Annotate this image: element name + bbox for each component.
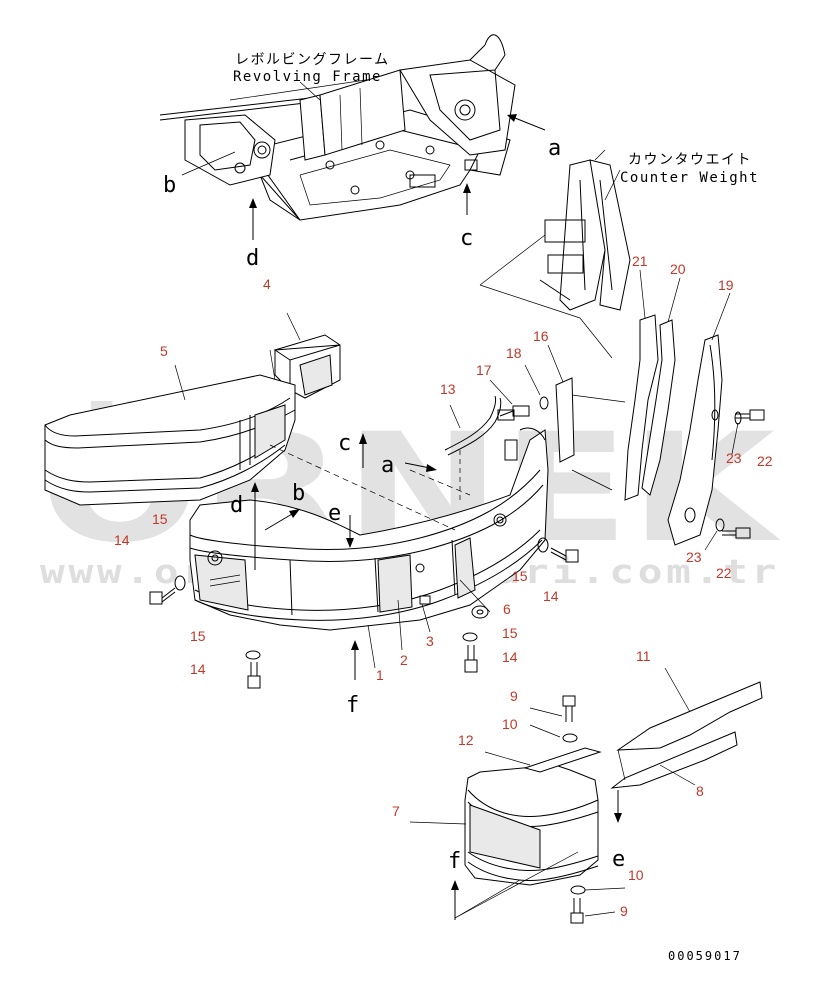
part-4-drawing [269, 312, 341, 399]
part-number-8: 8 [696, 783, 704, 799]
part-number-22-lower: 22 [716, 565, 732, 581]
part-number-23-upper: 23 [726, 450, 742, 466]
view-ref-d-top: d [246, 246, 259, 271]
part-number-13: 13 [440, 381, 456, 397]
part-number-12: 12 [458, 732, 474, 748]
part-number-2: 2 [400, 652, 408, 668]
view-ref-e-low: e [612, 847, 625, 872]
part-number-14-lower-left: 14 [190, 661, 206, 677]
part-number-3: 3 [426, 633, 434, 649]
part-5-drawing [44, 364, 296, 506]
part-number-9-lower: 9 [620, 903, 628, 919]
part-number-7: 7 [392, 803, 400, 819]
view-ref-f-low: f [448, 849, 461, 874]
main-counterweight-drawing [189, 427, 549, 680]
view-ref-d-mid: d [230, 493, 243, 518]
counter-weight-jp-label: カウンタウエイト [628, 152, 752, 168]
part-number-1: 1 [376, 667, 384, 683]
counter-weight-en-label: Counter Weight [620, 170, 759, 186]
drawing-code: 00059017 [668, 949, 742, 963]
view-ref-e-mid: e [328, 501, 341, 526]
part-number-14-center: 14 [502, 649, 518, 665]
part-number-10-upper: 10 [502, 716, 518, 732]
part-number-19: 19 [718, 277, 734, 293]
part-number-6: 6 [503, 601, 511, 617]
right-plates-drawing [624, 269, 765, 551]
view-ref-b-mid: b [292, 481, 305, 506]
revolving-frame-jp-label: レボルビングフレーム [235, 52, 390, 68]
part-number-15-lower-left: 15 [190, 628, 206, 644]
view-ref-b-top: b [163, 173, 176, 198]
part-number-9-upper: 9 [510, 688, 518, 704]
part-number-14-left: 14 [114, 532, 130, 548]
revolving-frame-en-label: Revolving Frame [233, 69, 382, 85]
part-number-17: 17 [476, 362, 492, 378]
part-number-10-lower: 10 [628, 867, 644, 883]
view-ref-a-mid: a [381, 453, 394, 478]
part-number-15-left: 15 [152, 511, 168, 527]
view-ref-a-top: a [548, 136, 561, 161]
part-number-11: 11 [636, 648, 651, 664]
view-ref-c-top: c [460, 226, 473, 251]
part-number-4: 4 [263, 276, 271, 292]
counter-weight-pillar [479, 149, 631, 359]
part-number-15-right: 15 [512, 568, 528, 584]
part-number-5: 5 [160, 343, 168, 359]
part-number-18: 18 [506, 345, 522, 361]
part-number-16: 16 [533, 328, 549, 344]
part-number-22-upper: 22 [757, 453, 773, 469]
view-ref-c-mid: c [338, 431, 351, 456]
labels: レボルビングフレーム Revolving Frame カウンタウエイト Coun… [233, 52, 759, 963]
view-reference-letters: a b c d a b c d e f e f [163, 136, 625, 874]
part-number-15-center: 15 [502, 625, 518, 641]
hardware-middle [149, 344, 626, 689]
part-number-14-right: 14 [543, 588, 559, 604]
part-number-callouts: 1 2 3 4 5 6 7 8 9 9 10 10 11 12 13 14 14… [114, 253, 773, 919]
lower-counterweight-drawing [409, 667, 763, 924]
part-number-21: 21 [632, 253, 648, 269]
part-number-20: 20 [670, 261, 686, 277]
part-number-23-lower: 23 [686, 549, 702, 565]
revolving-frame-drawing [159, 34, 546, 240]
view-ref-f-mid: f [346, 693, 359, 718]
